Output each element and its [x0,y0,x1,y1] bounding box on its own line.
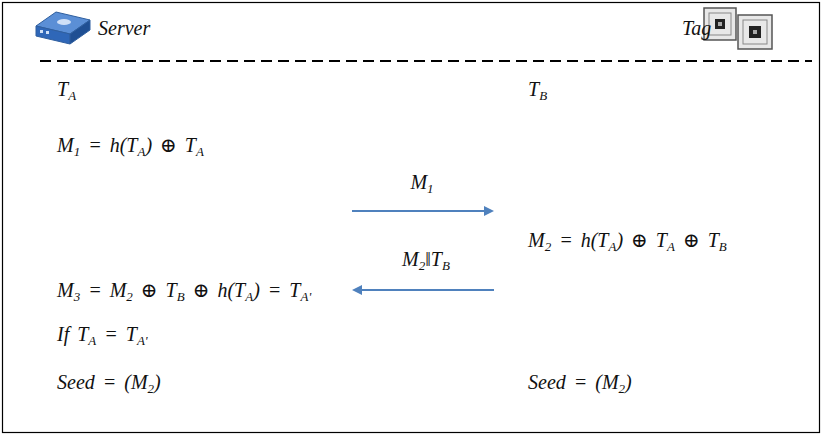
subscript: B [442,258,450,273]
subscript: 2 [126,289,133,304]
formula: M3 = M2 ⊕ TB ⊕ h(TA) = TA' [57,278,311,302]
subscript: B [539,88,547,103]
subscript: A [137,144,145,159]
subscript: 2 [419,258,426,273]
subscript: 1 [427,181,434,196]
subscript: A' [300,289,311,304]
subscript: A [68,88,76,103]
nonce: TB [528,77,547,101]
subscript: B [719,239,727,254]
subscript: B [177,289,185,304]
subscript: A [196,144,204,159]
subscript: A [667,239,675,254]
outer-frame [3,3,820,433]
message-arrow [354,289,494,291]
subscript: 2 [148,381,155,396]
server-icon [36,12,90,44]
subscript: A [608,239,616,254]
seed-formula: Seed = (M2) [528,370,632,394]
subscript: A' [137,333,148,348]
formula: M1 = h(TA) ⊕ TA [57,133,204,157]
tag-icon [738,15,772,49]
subscript: 3 [74,289,81,304]
message-arrow [352,210,492,212]
message-label: M1 [410,170,433,194]
seed-formula: Seed = (M2) [57,370,161,394]
formula: M2 = h(TA) ⊕ TA ⊕ TB [528,228,727,252]
subscript: A [88,333,96,348]
subscript: 2 [545,239,552,254]
subscript: A [245,289,253,304]
nonce: TA [57,77,76,101]
message-label: M2‖TB [402,247,450,271]
divider-line [40,60,812,62]
subscript: 1 [74,144,81,159]
subscript: 2 [619,381,626,396]
condition: If TA = TA' [57,322,148,346]
actor-name: Tag [682,16,711,40]
actor-name: Server [98,16,150,40]
